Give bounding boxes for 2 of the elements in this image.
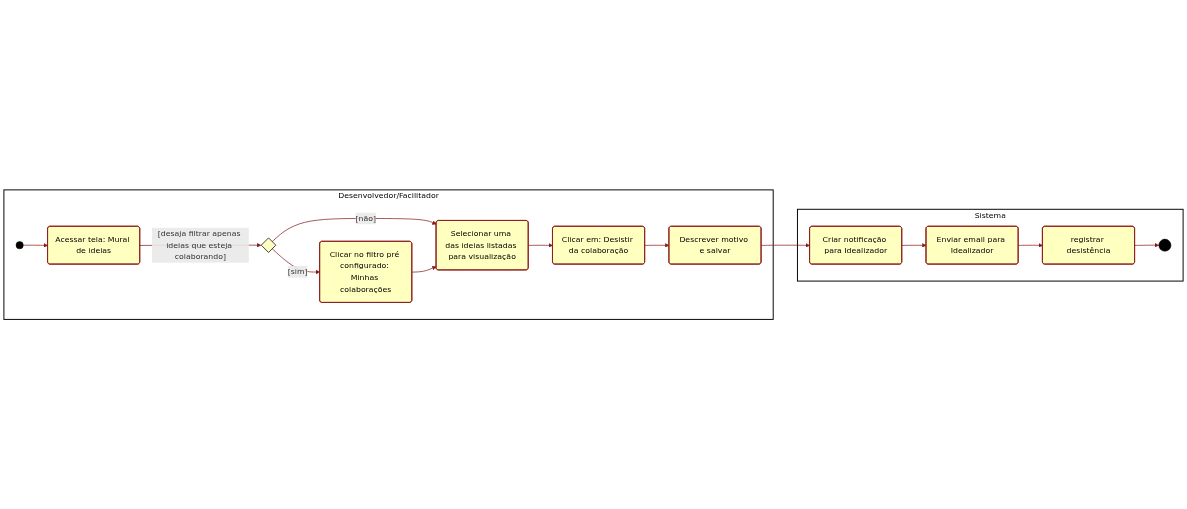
node-diamond [260, 237, 277, 253]
node-circle [15, 241, 24, 249]
